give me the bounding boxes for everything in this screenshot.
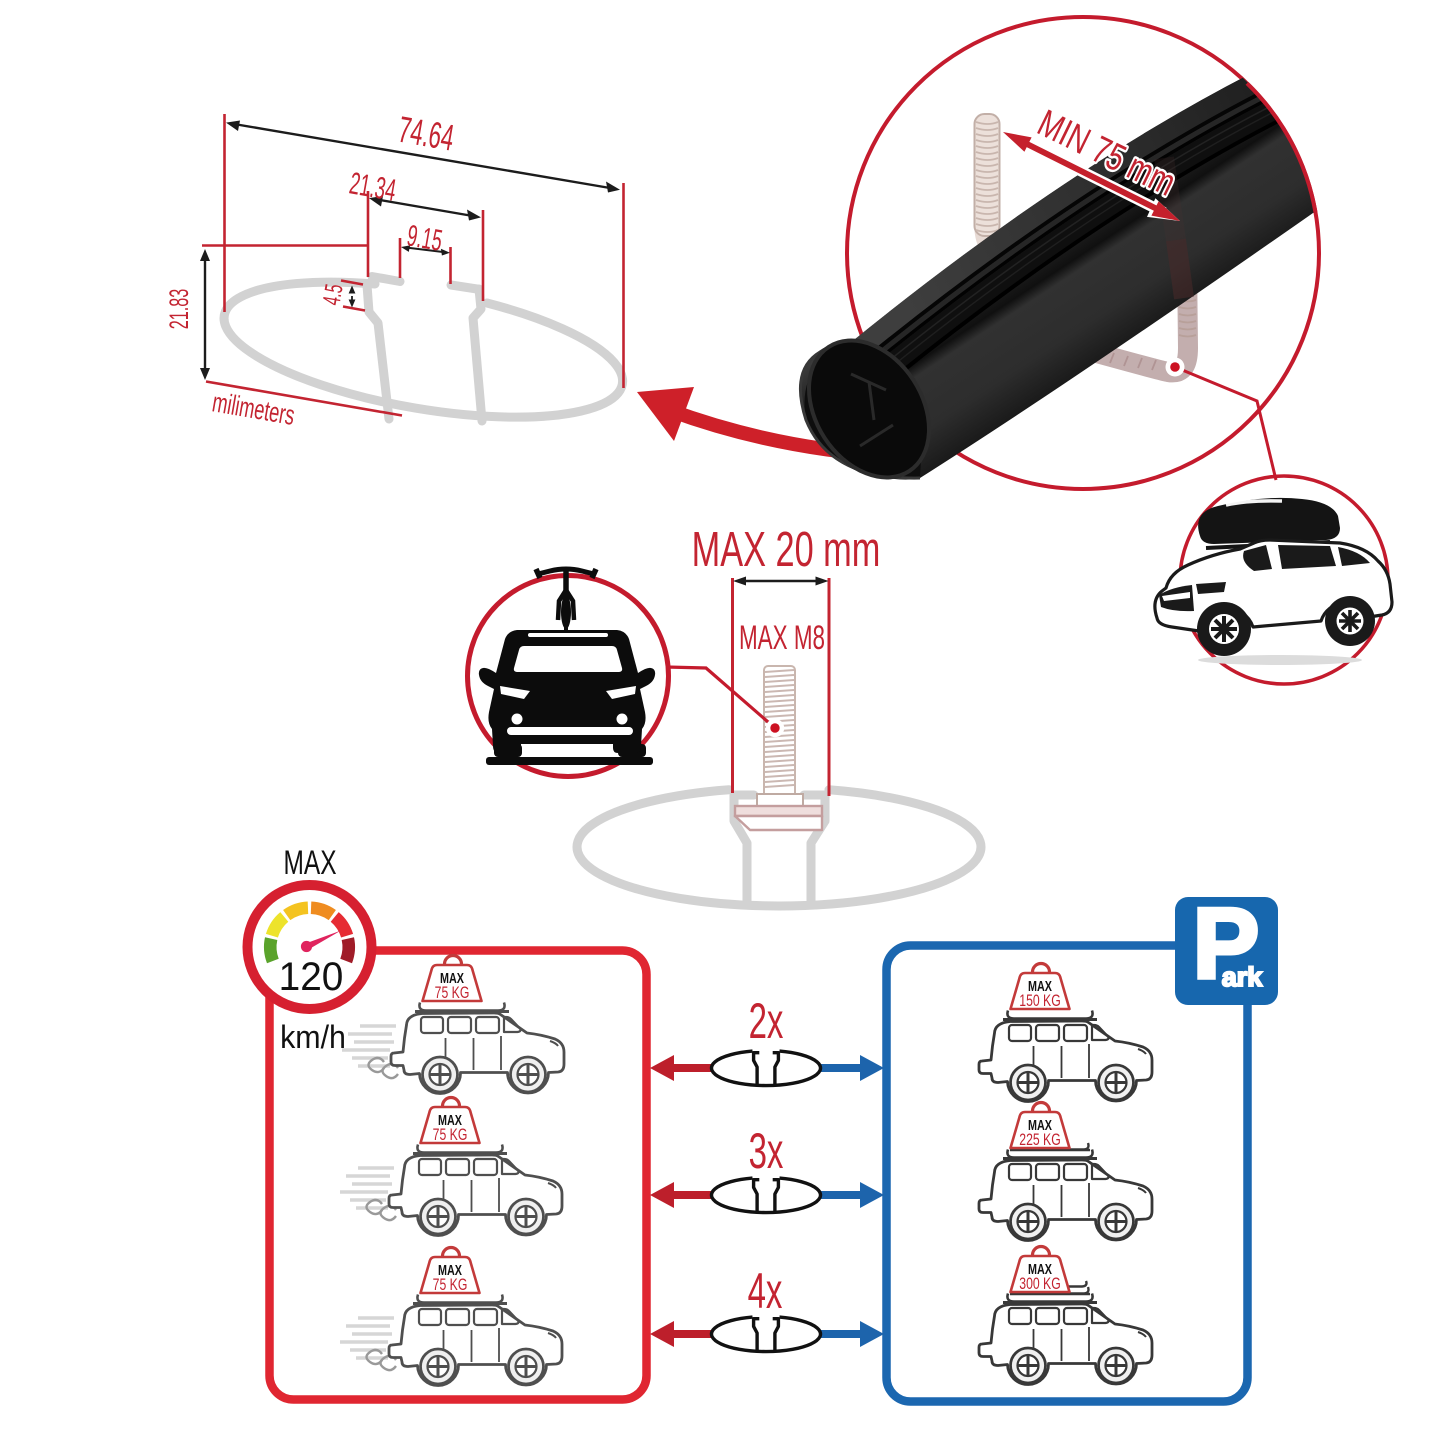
- svg-text:21.83: 21.83: [164, 289, 194, 330]
- svg-text:2x: 2x: [749, 993, 784, 1048]
- svg-text:MAX: MAX: [440, 969, 464, 986]
- svg-text:ark: ark: [1222, 962, 1264, 992]
- svg-text:km/h: km/h: [280, 1019, 346, 1055]
- svg-text:75 KG: 75 KG: [433, 1276, 468, 1294]
- svg-text:75 KG: 75 KG: [435, 984, 470, 1002]
- svg-text:74.64: 74.64: [395, 109, 457, 159]
- svg-text:9.15: 9.15: [405, 220, 445, 258]
- svg-text:MAX 20 mm: MAX 20 mm: [692, 522, 881, 576]
- svg-text:P: P: [1193, 888, 1260, 1000]
- svg-text:MAX M8: MAX M8: [739, 619, 825, 657]
- svg-text:MAX: MAX: [1028, 1260, 1052, 1277]
- svg-text:3x: 3x: [749, 1123, 784, 1178]
- svg-text:MAX: MAX: [1028, 1116, 1052, 1133]
- svg-text:225 KG: 225 KG: [1019, 1131, 1060, 1149]
- svg-text:4.5: 4.5: [318, 282, 349, 307]
- svg-text:120: 120: [279, 954, 344, 999]
- svg-text:MAX: MAX: [283, 844, 336, 882]
- svg-text:MAX: MAX: [1028, 977, 1052, 994]
- svg-text:21.34: 21.34: [347, 167, 399, 208]
- svg-text:300 KG: 300 KG: [1019, 1275, 1060, 1293]
- svg-text:MAX: MAX: [438, 1261, 462, 1278]
- svg-text:4x: 4x: [748, 1263, 783, 1318]
- svg-text:75 KG: 75 KG: [433, 1126, 468, 1144]
- svg-text:150 KG: 150 KG: [1019, 992, 1060, 1010]
- svg-text:MAX: MAX: [438, 1111, 462, 1128]
